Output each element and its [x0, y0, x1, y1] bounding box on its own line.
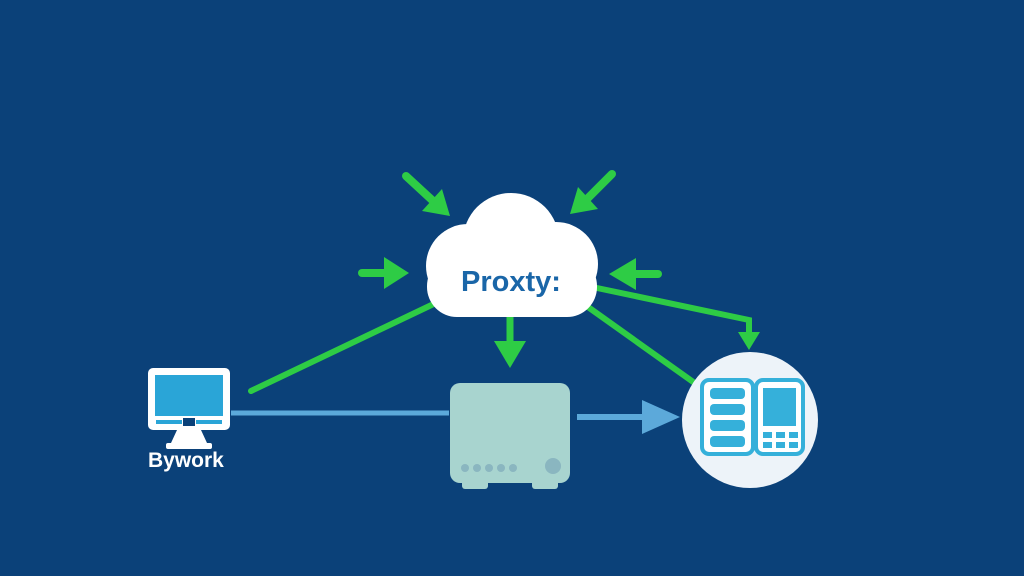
arrow-server-to-circle-head-icon	[642, 400, 680, 434]
devices-circle	[682, 352, 818, 488]
arrow-cloud-to-circle-shaft	[594, 285, 752, 337]
server-power-button	[545, 458, 561, 474]
arrow-top-left-head-icon	[422, 189, 450, 216]
computer-label: Bywork	[148, 449, 224, 472]
cloud-label: Proxty:	[461, 266, 561, 298]
arrow-cloud-to-server-head-icon	[494, 341, 526, 368]
server-box	[450, 383, 570, 483]
proxy-cloud: Proxty:	[426, 193, 598, 317]
server-leds	[461, 458, 561, 474]
arrow-left-head-icon	[384, 257, 409, 289]
cloud-icon	[426, 193, 598, 317]
blue-connectors	[231, 400, 680, 434]
monitor-notch	[183, 418, 195, 426]
arrow-cloud-to-circle-head-icon	[738, 332, 760, 350]
mobile-device-screen-and-keys	[763, 388, 798, 448]
line-cloud-to-computer	[248, 297, 445, 394]
client-computer: Bywork	[148, 368, 230, 472]
proxy-server	[450, 383, 570, 489]
server-rack-icon	[700, 378, 755, 456]
server-icon	[450, 383, 570, 489]
line-cloud-to-circle	[585, 304, 699, 387]
green-connector-lines	[248, 170, 752, 394]
arrow-right-head-icon	[609, 258, 636, 290]
green-arrowheads	[384, 187, 760, 368]
mobile-device-icon	[754, 378, 805, 456]
computer-icon	[148, 368, 230, 449]
arrow-top-left-shaft	[402, 172, 436, 204]
monitor-screen	[155, 375, 223, 424]
arrow-top-right-head-icon	[570, 187, 598, 214]
cloud-base	[427, 256, 597, 317]
server-rack-bars	[710, 388, 745, 447]
arrow-top-right-shaft	[584, 170, 616, 202]
